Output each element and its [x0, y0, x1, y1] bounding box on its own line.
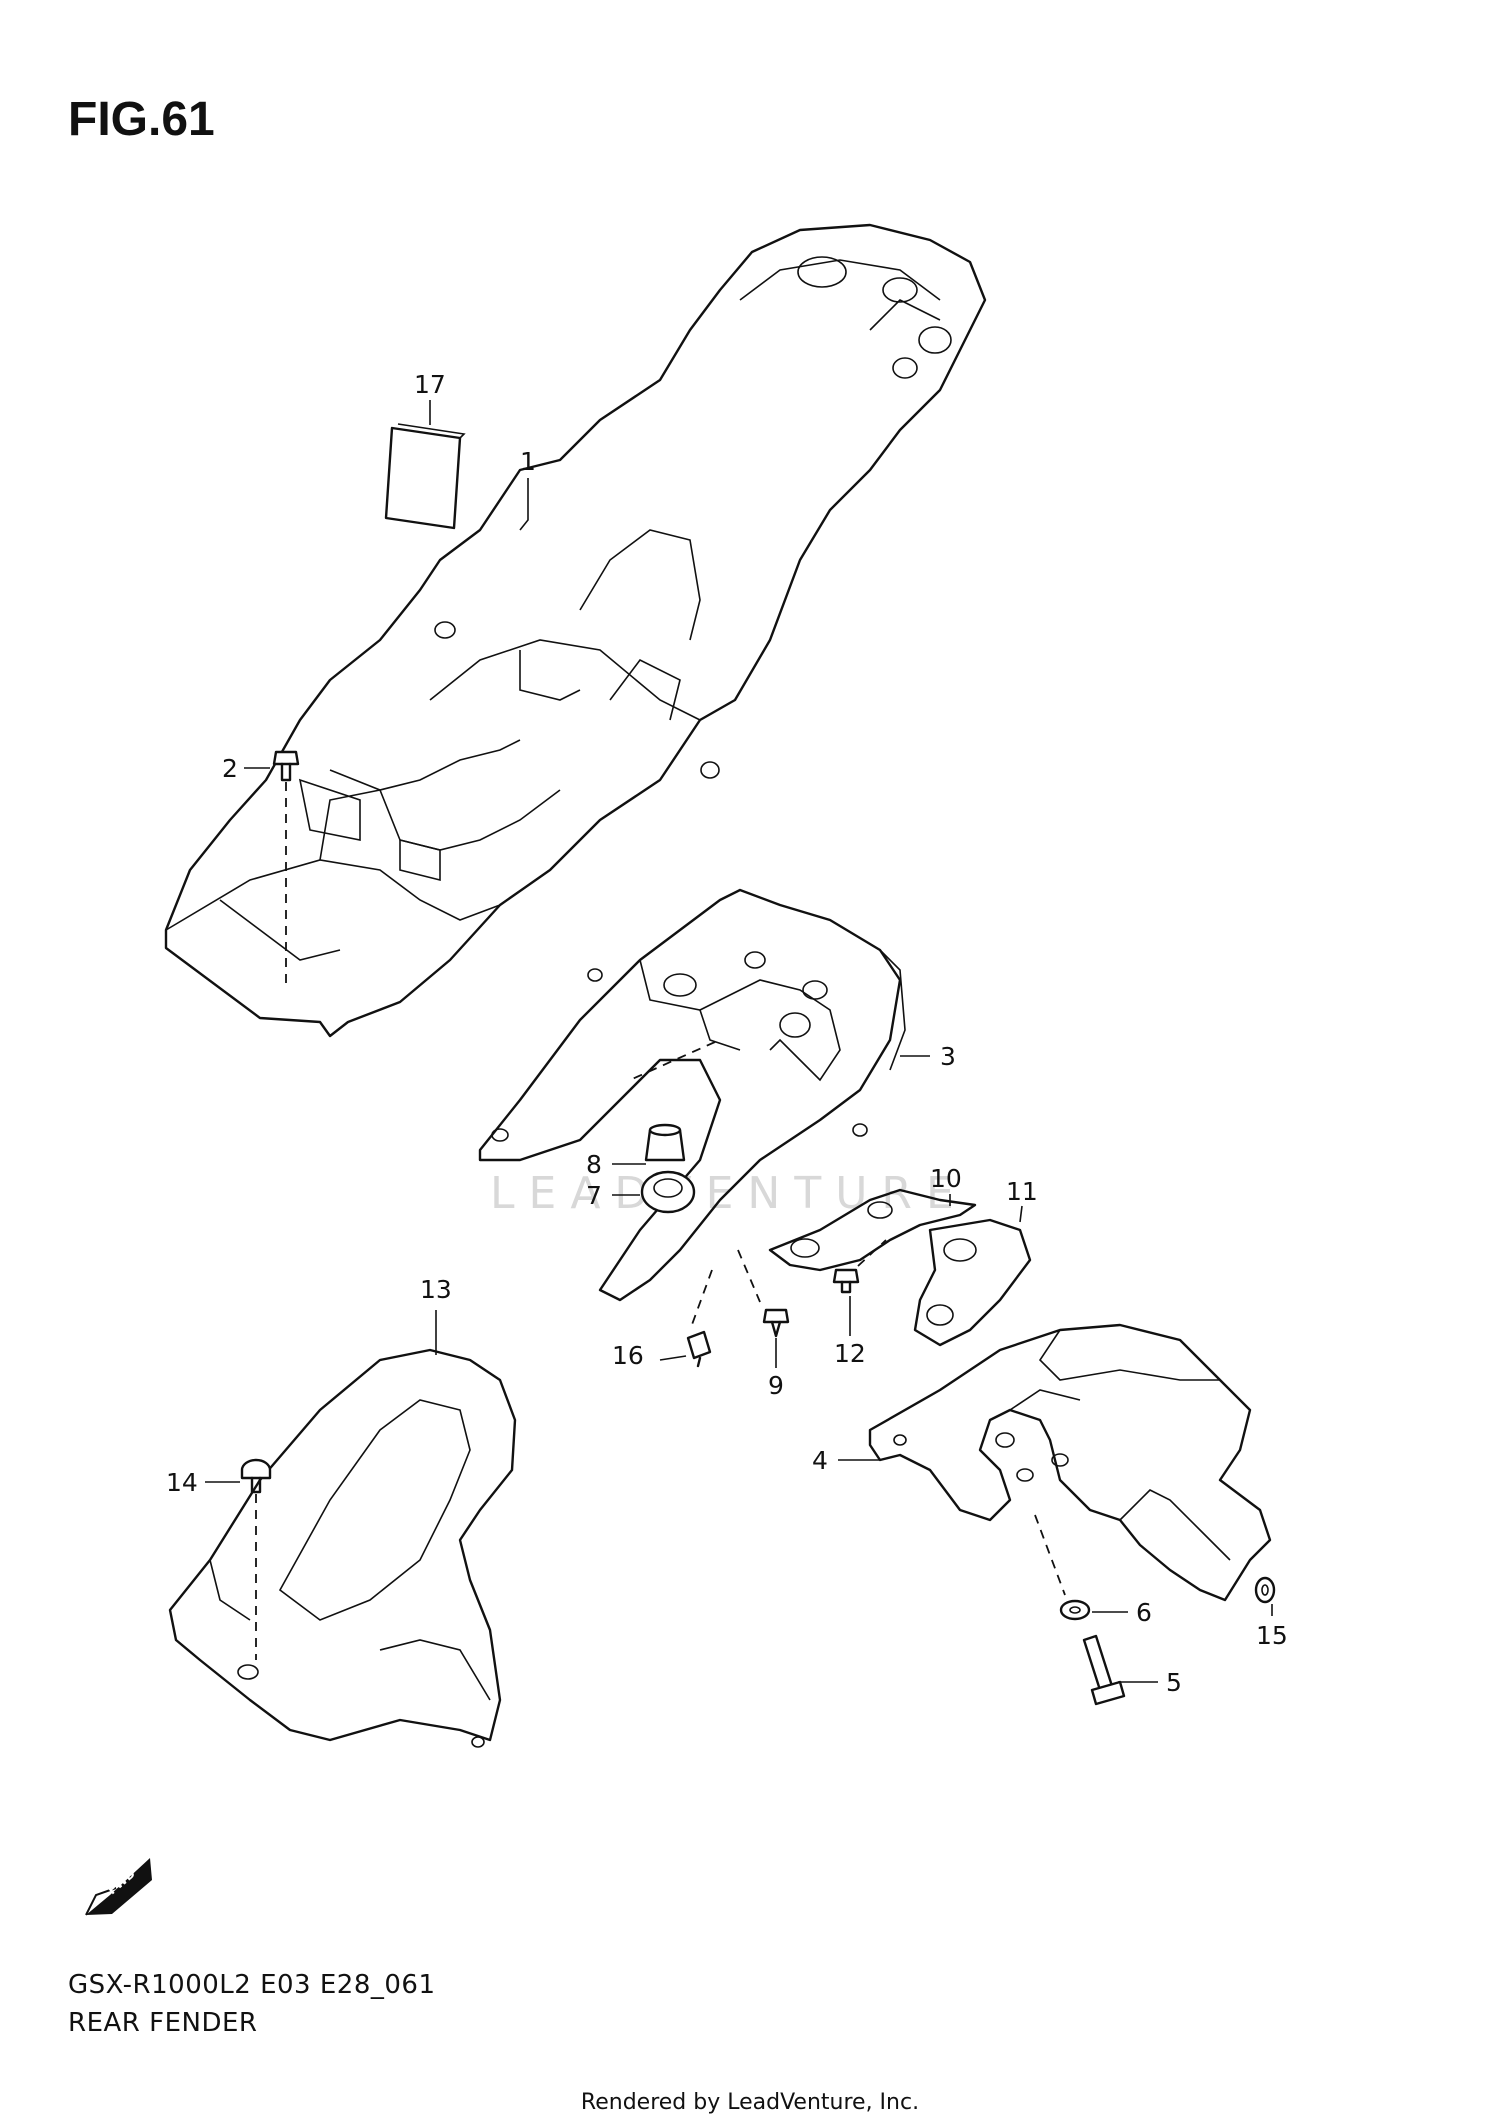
callout-4[interactable]: 4	[812, 1446, 828, 1475]
figure-title: FIG.61	[68, 93, 215, 146]
callout-16[interactable]: 16	[612, 1341, 644, 1370]
callout-10[interactable]: 10	[930, 1164, 962, 1193]
callout-8[interactable]: 8	[586, 1150, 602, 1179]
part-13-hugger[interactable]	[168, 1348, 517, 1748]
part-1-rear-fender[interactable]	[164, 223, 987, 1038]
part-11-bracket-cover[interactable]	[913, 1218, 1032, 1347]
callout-labels: 17 1 2 3 4 5 6 7 8 9 10 11 12 13 14 15 1…	[166, 370, 1288, 1697]
part-7-grommet[interactable]	[640, 1170, 696, 1214]
part-9-dash-guide	[737, 1249, 761, 1303]
part-10-plate-bracket[interactable]	[768, 1188, 977, 1272]
callout-6[interactable]: 6	[1136, 1598, 1152, 1627]
callout-12[interactable]: 12	[834, 1339, 866, 1368]
part-4-inner-fender[interactable]	[868, 1323, 1272, 1602]
callout-2[interactable]: 2	[222, 754, 238, 783]
model-code: GSX-R1000L2 E03 E28_061	[68, 1970, 436, 2000]
part-15-washer[interactable]	[1254, 1576, 1276, 1604]
callout-13[interactable]: 13	[420, 1275, 452, 1304]
part-6-washer[interactable]	[1059, 1599, 1091, 1621]
part-17-label-sticker[interactable]	[384, 423, 466, 530]
part-8-collar[interactable]	[644, 1123, 686, 1162]
part-4-dash-guide	[1034, 1514, 1066, 1596]
watermark-text: LEADVENTURE	[490, 1168, 968, 1219]
callout-3[interactable]: 3	[940, 1042, 956, 1071]
part-5-bolt[interactable]	[1082, 1634, 1126, 1706]
callout-14[interactable]: 14	[166, 1468, 198, 1497]
part-12-bolt[interactable]	[832, 1268, 860, 1294]
rendered-by-credit: Rendered by LeadVenture, Inc.	[580, 2090, 920, 2115]
part-9-screw[interactable]	[762, 1308, 790, 1338]
part-12-dash-guide	[857, 1239, 887, 1267]
section-name: REAR FENDER	[68, 2008, 258, 2038]
callout-1[interactable]: 1	[520, 447, 536, 476]
callout-9[interactable]: 9	[768, 1371, 784, 1400]
part-14-bolt[interactable]	[240, 1458, 272, 1494]
callout-15[interactable]: 15	[1256, 1621, 1288, 1650]
fwd-direction-badge: FWD	[85, 1858, 152, 1916]
callout-7[interactable]: 7	[586, 1181, 602, 1210]
callout-leaders	[205, 400, 1273, 1683]
part-3-tail-bracket[interactable]	[478, 888, 906, 1302]
callout-17[interactable]: 17	[414, 370, 446, 399]
part-16-clip[interactable]	[686, 1330, 712, 1368]
callout-5[interactable]: 5	[1166, 1668, 1182, 1697]
callout-11[interactable]: 11	[1006, 1177, 1038, 1206]
part-2-bolt[interactable]	[272, 750, 300, 782]
part-16-dash-guide	[689, 1269, 713, 1331]
